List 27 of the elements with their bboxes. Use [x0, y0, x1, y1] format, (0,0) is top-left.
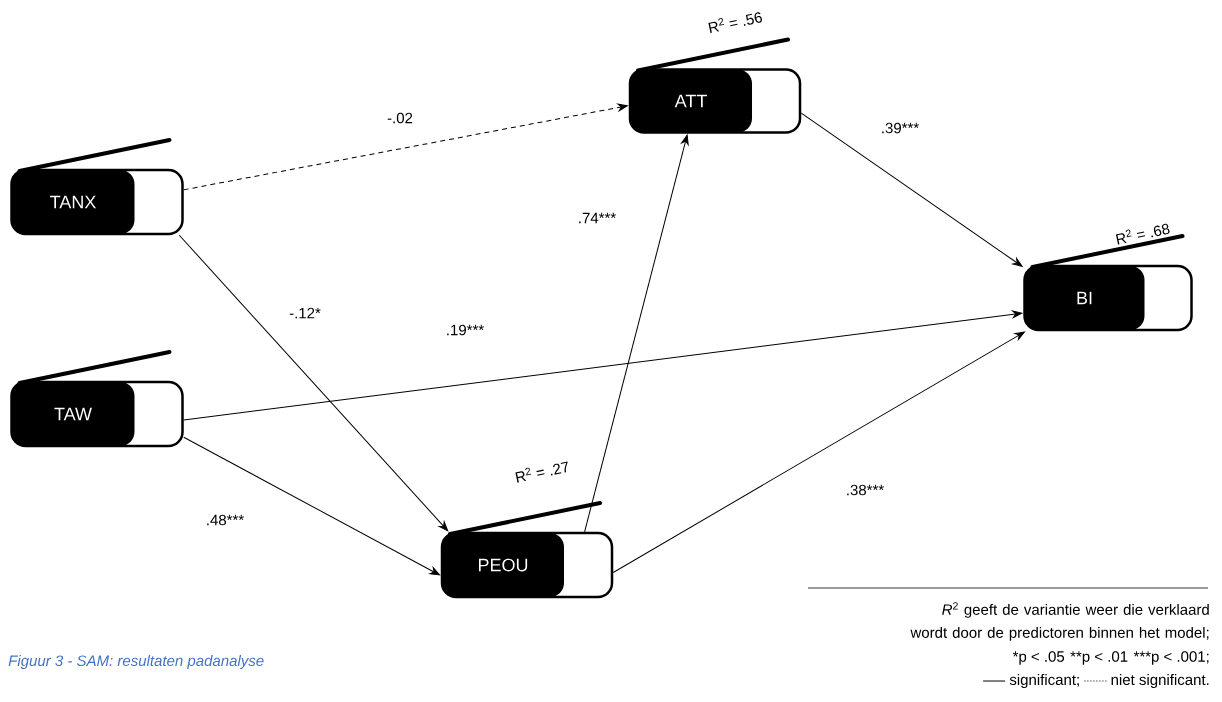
edge-label: .38*** [847, 484, 884, 496]
construct-box: PEOU [440, 501, 614, 599]
arrow [183, 103, 628, 191]
arrow [183, 436, 440, 576]
note-text: ***p < .001; [1133, 651, 1209, 665]
construct-box: TAW [10, 350, 184, 448]
construct-box: ATT [628, 37, 802, 134]
arrow [800, 112, 1023, 267]
legend-text: niet significant. [1111, 674, 1209, 688]
legend-text: significant; [1009, 674, 1079, 688]
edge-label: .48*** [207, 514, 244, 526]
note-text: **p < .01 [1070, 651, 1128, 665]
edge-label: .74*** [579, 212, 616, 224]
edge-label: -.02 [387, 112, 413, 124]
arrow [178, 234, 449, 532]
edge-label: .19*** [447, 324, 484, 336]
arrow [183, 310, 1023, 421]
note-text: R$^{2}$ geeft de variantie weer die verklaard wordt door de predictoren binnen het model; [910, 602, 1209, 641]
r-squared-label: R$^{2}$ = .27 [515, 461, 568, 483]
figure-caption: Figuur 3 - SAM: resultaten padanalyse [8, 655, 264, 669]
construct-box: TANX [10, 138, 184, 236]
edge-label: .39*** [882, 122, 919, 134]
note-text: *p < .05 [1012, 651, 1065, 665]
r-squared-label: R$^{2}$ = .56 [708, 12, 762, 34]
arrow [612, 331, 1025, 574]
arrow [584, 134, 689, 533]
edge-label: -.12* [289, 307, 321, 319]
